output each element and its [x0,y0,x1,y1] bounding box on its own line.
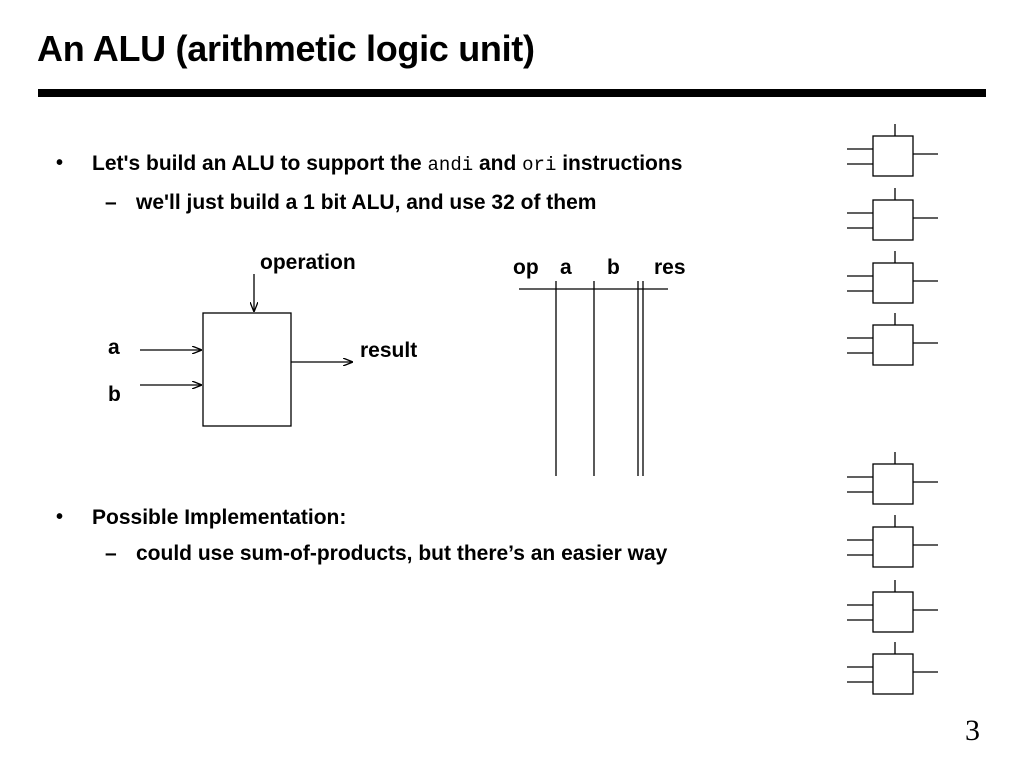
title-divider [38,89,986,97]
bullet-marker: • [56,152,64,174]
alu-bit-box [872,324,914,366]
alu-bit-box [872,135,914,177]
alu-bit-block [847,580,938,633]
sub-bullet-marker: – [105,542,117,565]
sub-bullet-marker: – [105,191,117,214]
alu-bit-block [847,124,938,177]
alu-block [202,312,292,427]
table-header-op: op [513,256,539,279]
alu-bit-block [847,251,938,304]
slide-title: An ALU (arithmetic logic unit) [37,28,535,69]
instruction-andi: andi [427,154,474,176]
table-header-b: b [607,256,620,279]
page-number: 3 [965,714,980,747]
alu-bit-box [872,262,914,304]
sub-bullet-1bit-alu: we'll just build a 1 bit ALU, and use 32… [136,191,597,214]
alu-bit-block [847,188,938,241]
alu-bit-block [847,452,938,505]
instruction-ori: ori [522,154,557,176]
alu-output-label: result [360,339,418,362]
alu-stack [847,124,938,695]
alu-bit-block [847,313,938,366]
alu-input-b-label: b [108,383,121,406]
bullet-possible-implementation: Possible Implementation: [92,506,347,529]
alu-operation-label: operation [260,251,356,274]
alu-bit-block [847,515,938,568]
table-header-a: a [560,256,572,279]
alu-bit-box [872,653,914,695]
alu-bit-box [872,526,914,568]
bullet-text-part: and [473,152,523,175]
bullet-andi-ori: Let's build an ALU to support the andi a… [92,152,682,176]
table-header-res: res [654,256,686,279]
alu-bit-box [872,199,914,241]
alu-input-a-label: a [108,336,120,359]
truth-table-grid [519,281,668,476]
alu-bit-block [847,642,938,695]
bullet-text-part: Let's build an ALU to support the [92,152,428,175]
sub-bullet-sum-of-products: could use sum-of-products, but there’s a… [136,542,668,565]
alu-bit-box [872,463,914,505]
bullet-text-part: instructions [556,152,683,175]
bullet-marker: • [56,506,64,528]
alu-bit-box [872,591,914,633]
